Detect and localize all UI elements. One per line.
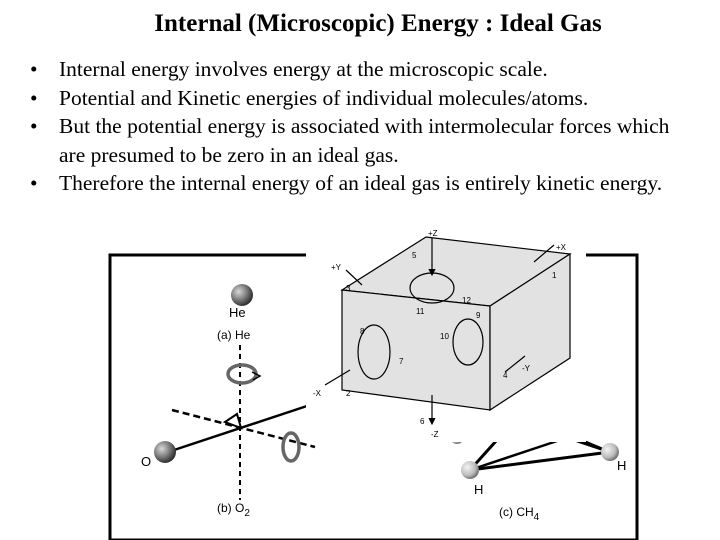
rotation-number: 2: [346, 389, 351, 398]
rotation-number: 9: [476, 311, 481, 320]
panel-a-helium: He (a) He: [217, 284, 253, 342]
panel-a-caption: (a) He: [217, 328, 251, 342]
slide-title: Internal (Microscopic) Energy : Ideal Ga…: [154, 10, 602, 37]
axis-label-px: +X: [556, 243, 567, 252]
axis-label-ny: -Y: [522, 364, 531, 373]
ch4-bond: [469, 438, 561, 472]
bullet-text: Therefore the internal energy of an idea…: [59, 171, 663, 195]
oxygen-atom: [154, 441, 176, 463]
bullet-text: Internal energy involves energy at the m…: [59, 57, 548, 81]
axis-label-nx: -X: [313, 389, 322, 398]
oxygen-atom-label: O: [141, 454, 151, 469]
axis-ny: [504, 355, 526, 373]
bullet-dot: •: [30, 57, 38, 81]
bullet-text: But the potential energy is associated w…: [59, 114, 670, 167]
right-angle-marker: [222, 412, 243, 430]
bullet-item: • Internal energy involves energy at the …: [30, 55, 700, 84]
axis-label-pz: +Z: [428, 229, 438, 238]
axis-label-nz: -Z: [431, 430, 439, 439]
rotation-loop-top-icon: [226, 363, 258, 385]
panel-b-oxygen: O (b) O2: [141, 345, 316, 519]
axis-py: [345, 269, 363, 286]
bullet-text: Potential and Kinetic energies of indivi…: [59, 85, 589, 110]
axis-nx: [324, 369, 351, 386]
hydrogen-atom: [461, 461, 479, 479]
bullet-item: • Therefore the internal energy of an ide…: [30, 169, 700, 198]
rotation-number: 7: [399, 357, 404, 366]
panel-c-caption: (c) CH4: [499, 505, 540, 523]
rotation-arrow-icon: [251, 371, 262, 381]
rotation-number: 4: [503, 371, 508, 380]
panel-b-caption-subscript: 2: [244, 508, 250, 519]
hydrogen-label-right: H: [617, 458, 626, 473]
bullet-dot: •: [30, 171, 38, 195]
bullet-list: • Internal energy involves energy at the …: [30, 55, 700, 198]
rotation-number: 5: [412, 251, 417, 260]
axis-px: [533, 244, 555, 263]
rotation-number: 1: [552, 271, 557, 280]
ch4-bond: [469, 450, 611, 472]
rotation-circle-z-icon: [409, 272, 455, 304]
rotation-number: 8: [360, 327, 365, 336]
bullet-item: • Potential and Kinetic energies of indiv…: [30, 84, 700, 113]
diagonal-axis-line: [171, 408, 316, 449]
box-side-face: [489, 252, 571, 412]
panel-b-caption-text: (b) O: [217, 501, 244, 515]
rotation-circle-x-icon: [357, 324, 391, 380]
rotation-number: 6: [420, 417, 425, 426]
o2-bond: [167, 403, 311, 454]
rotation-number: 10: [440, 332, 449, 341]
panel-b-caption: (b) O2: [217, 501, 250, 519]
rotation-number: 3: [346, 284, 351, 293]
rotation-loop-right-icon: [281, 431, 301, 463]
rotation-axes-box: +Z +X +Y -X -Y -Z 1 2 3 4 5 6 7 8 9 10 1…: [306, 226, 586, 442]
hydrogen-atom: [601, 443, 619, 461]
panel-c-caption-subscript: 4: [534, 512, 540, 523]
rotation-circle-y-icon: [452, 318, 484, 366]
rotation-number: 11: [416, 307, 425, 316]
panel-c-caption-text: (c) CH: [499, 505, 534, 519]
helium-atom: [231, 284, 253, 306]
helium-atom-label: He: [229, 305, 246, 320]
bullet-dot: •: [30, 85, 38, 110]
axis-label-py: +Y: [331, 263, 342, 272]
rotation-number: 12: [462, 296, 471, 305]
bullet-dot: •: [30, 114, 38, 138]
bullet-item: • But the potential energy is associated …: [30, 112, 700, 169]
hydrogen-label-bottom: H: [474, 482, 483, 497]
